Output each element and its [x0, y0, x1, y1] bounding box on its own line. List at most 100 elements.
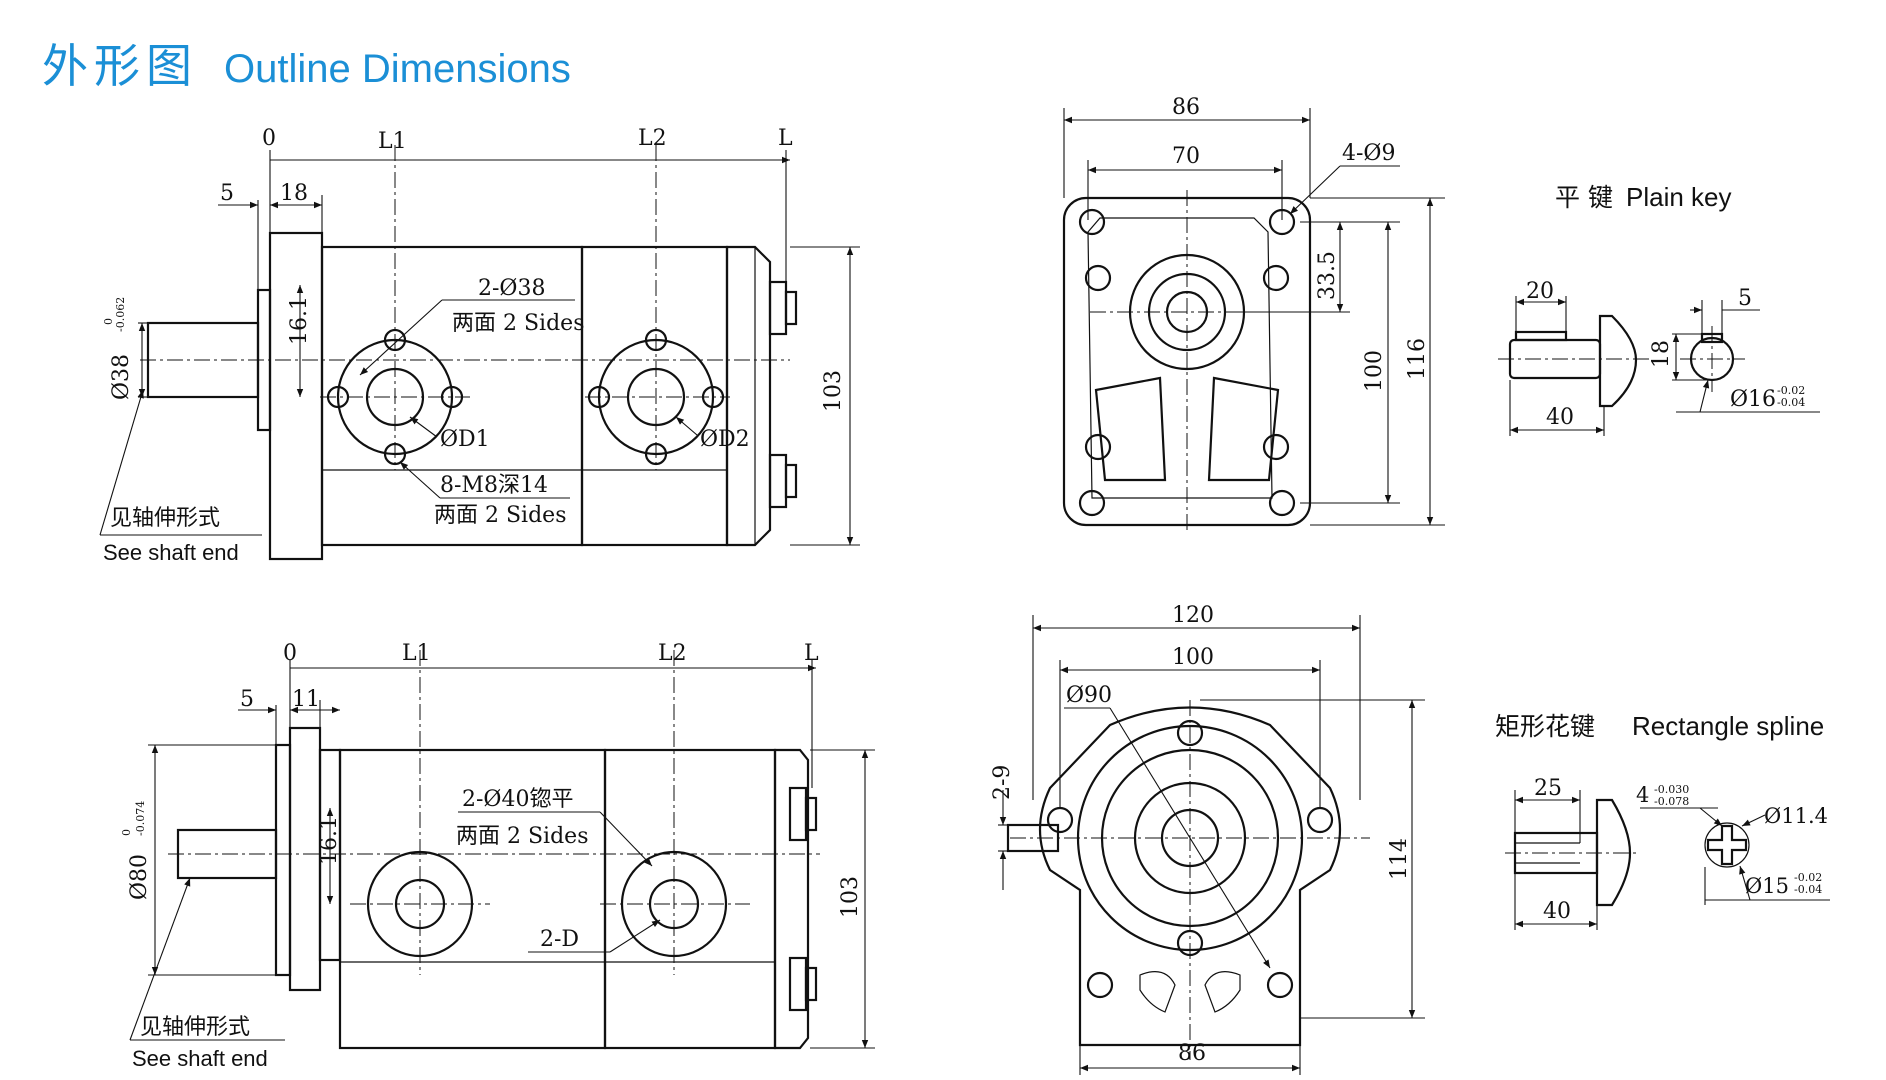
plain-key-dim-20: 20: [1526, 279, 1554, 304]
top-front-view: 86 70 4-Ø9 33.5 100 116: [1062, 95, 1445, 530]
top-both-sides-2: 两面 2 Sides: [434, 503, 566, 528]
bottom-front-outline: [1038, 706, 1342, 1047]
top-nut-lower: [768, 453, 788, 509]
top-thread-note: 8-M8深14: [440, 473, 548, 498]
top-nut-upper-head: [784, 290, 798, 326]
rect-spline-detail: 矩形花键 Rectangle spline 25 40 4 -0.030 -0.…: [1495, 711, 1830, 930]
bottom-front-width-86: 86: [1178, 1041, 1206, 1066]
top-nut-lower-head: [784, 463, 798, 499]
rect-spline-tol15-upper: -0.02: [1794, 871, 1822, 884]
plain-key-title-cn: 平 键: [1555, 183, 1613, 212]
top-front-height-116: 116: [1405, 338, 1430, 380]
rect-spline-dim-40: 40: [1543, 899, 1571, 924]
top-height-103: 103: [821, 370, 846, 412]
top-datum-L: L: [778, 126, 793, 151]
bottom-datum-L2: L2: [658, 641, 687, 666]
plain-key-tol-upper: -0.02: [1777, 384, 1805, 397]
bottom-port-note: 2-Ø40锪平: [462, 787, 573, 812]
rect-spline-dia-11-4: Ø11.4: [1764, 804, 1828, 828]
top-front-width-86: 86: [1172, 95, 1200, 120]
bottom-front-width-120: 120: [1172, 603, 1214, 628]
top-flange: [268, 231, 324, 561]
bottom-dim-16-1: 16.1: [317, 816, 342, 865]
rect-spline-collar: [1595, 798, 1632, 907]
rect-spline-dia-15: Ø15: [1745, 874, 1789, 898]
bottom-front-view: 120 100 Ø90 2-9 114 86: [990, 603, 1425, 1075]
top-port-d2: ØD2: [700, 427, 750, 452]
top-both-sides-1: 两面 2 Sides: [452, 311, 584, 336]
top-front-holes: 4-Ø9: [1342, 141, 1395, 166]
top-shaft-tol-upper: 0: [102, 318, 115, 325]
bottom-nut-upper: [788, 786, 808, 842]
top-body-rear: [580, 245, 729, 547]
bottom-dim-5: 5: [240, 687, 254, 712]
bottom-front-pilot-dia: Ø90: [1066, 683, 1112, 708]
top-port-bolt-circle: 2-Ø38: [478, 276, 545, 301]
bottom-front-key: [1006, 823, 1060, 853]
top-front-width-70: 70: [1172, 144, 1200, 169]
top-shaft-dia: Ø38: [109, 354, 134, 400]
bottom-dim-11: 11: [292, 687, 320, 712]
bottom-datum-L1: L1: [402, 641, 431, 666]
bottom-shaft-note-cn: 见轴伸形式: [140, 1015, 250, 1040]
top-shaft-note-cn: 见轴伸形式: [110, 506, 220, 531]
top-datum-L1: L1: [378, 129, 407, 154]
bottom-both-sides: 两面 2 Sides: [456, 824, 588, 849]
plain-key-detail: 平 键 Plain key 20 40 5: [1498, 182, 1820, 436]
bottom-shaft-note-en: See shaft end: [132, 1046, 268, 1071]
plain-key-dia: Ø16: [1730, 387, 1776, 412]
rect-spline-section: [1706, 824, 1748, 866]
top-front-pocket-left: [1094, 376, 1167, 482]
bottom-shaft-tol-lower: -0.074: [134, 801, 147, 836]
rect-spline-title-cn: 矩形花键: [1495, 712, 1595, 741]
rect-spline-tol15-lower: -0.04: [1794, 883, 1822, 896]
top-datum-L2: L2: [638, 126, 667, 151]
top-shaft-note-en: See shaft end: [103, 540, 239, 565]
rect-spline-dim-25: 25: [1534, 776, 1562, 801]
plain-key-title-en: Plain key: [1626, 182, 1732, 212]
bottom-rear-cover: [773, 748, 810, 1050]
bottom-front-dim-2-9: 2-9: [990, 765, 1015, 800]
rect-spline-title-en: Rectangle spline: [1632, 711, 1824, 741]
page-title: 外形图 Outline Dimensions: [42, 30, 571, 96]
top-shaft-tol-lower: -0.062: [114, 297, 127, 332]
bottom-datum-L: L: [804, 641, 819, 666]
title-cn: 外形图: [42, 39, 198, 93]
title-en: Outline Dimensions: [224, 47, 571, 91]
top-front-pocket-right: [1207, 376, 1280, 482]
top-dim-18: 18: [280, 181, 308, 206]
bottom-flange-lip: [274, 743, 292, 977]
bottom-datum-0: 0: [283, 641, 297, 666]
top-port-d1: ØD1: [440, 427, 490, 452]
top-side-view: 0 L1 L2 L 5 18 16.1 Ø38 0 -0.062: [99, 126, 860, 565]
top-front-height-100: 100: [1362, 350, 1387, 392]
rect-spline-tol-upper: -0.030: [1654, 783, 1689, 796]
bottom-front-width-100: 100: [1172, 645, 1214, 670]
top-front-inner: [1087, 217, 1273, 499]
plain-key-collar: [1598, 314, 1638, 408]
bottom-body-rear: [603, 748, 777, 1050]
bottom-side-view: 0 L1 L2 L 5 11 16.1 Ø80 0 -0.074: [120, 641, 875, 1071]
top-dim-16-1: 16.1: [287, 296, 312, 345]
top-rear-cover: [725, 245, 772, 547]
top-nut-upper: [768, 280, 788, 336]
top-dim-5: 5: [220, 181, 234, 206]
top-front-dim-33-5: 33.5: [1315, 251, 1340, 300]
bottom-port-d: 2-D: [540, 927, 579, 952]
bottom-shaft-dia: Ø80: [127, 854, 152, 900]
plain-key-dim-18: 18: [1649, 340, 1674, 368]
plain-key-key: [1514, 330, 1568, 342]
bottom-front-height-114: 114: [1387, 838, 1412, 880]
bottom-shaft-tol-upper: 0: [120, 829, 133, 836]
rect-spline-4: 4: [1636, 783, 1649, 807]
plain-key-tol-lower: -0.04: [1777, 396, 1805, 409]
bottom-nut-lower: [788, 956, 808, 1012]
bottom-height-103: 103: [838, 876, 863, 918]
rect-spline-tol-lower: -0.078: [1654, 795, 1689, 808]
bottom-flange: [288, 726, 322, 992]
plain-key-dim-40: 40: [1546, 405, 1574, 430]
plain-key-dim-5: 5: [1738, 286, 1752, 311]
top-datum-0: 0: [262, 126, 276, 151]
